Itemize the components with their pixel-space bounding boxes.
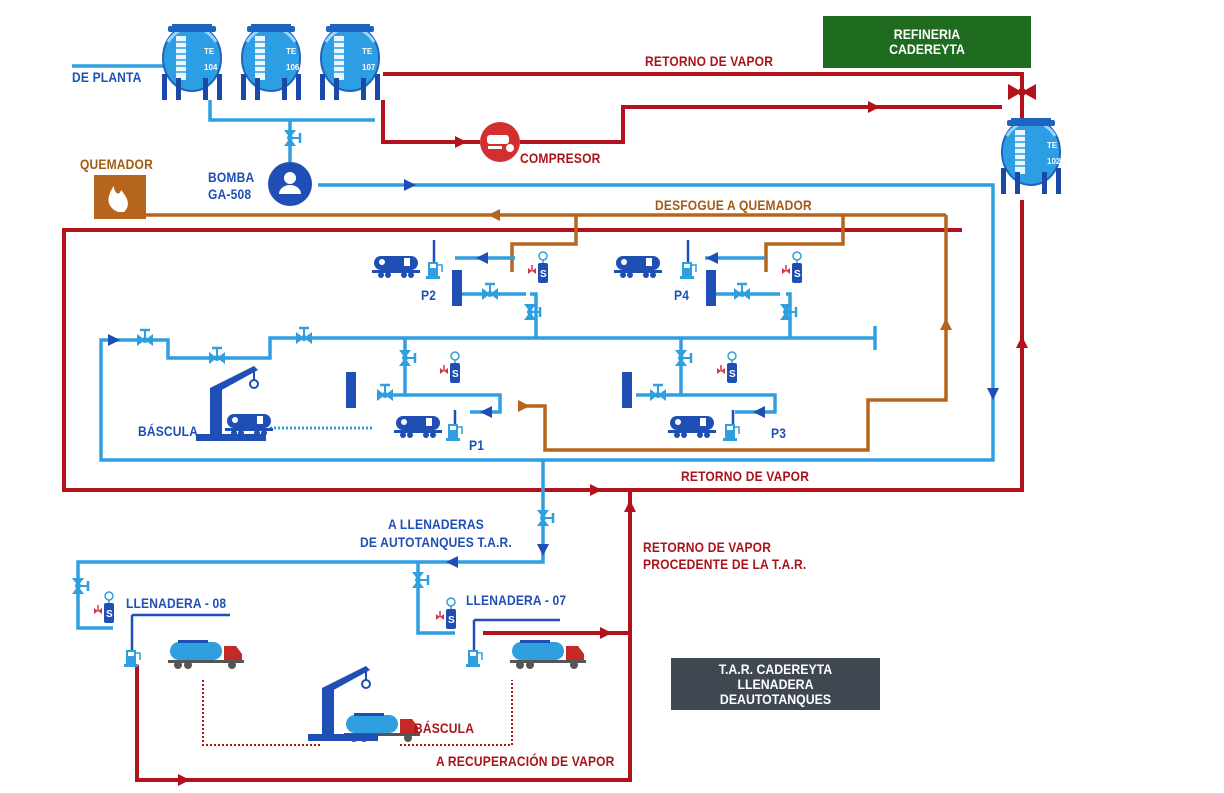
bomba-label-line1: BOMBA xyxy=(208,169,255,185)
compresor-label: COMPRESOR xyxy=(520,150,601,166)
retorno-vapor-top-label: RETORNO DE VAPOR xyxy=(645,53,774,69)
scale-icon xyxy=(195,365,379,742)
llenadera-08-label: LLENADERA - 08 xyxy=(126,595,227,611)
llenaderas-label-line2: DE AUTOTANQUES T.A.R. xyxy=(360,534,512,550)
safety-valve-letter: S xyxy=(106,609,113,620)
storage-tank-icon xyxy=(999,116,1063,196)
svg-text:102: 102 xyxy=(1047,157,1061,166)
compressor-icon xyxy=(480,122,520,162)
storage-tank-icon xyxy=(239,22,303,102)
tar-line1: T.A.R. CADEREYTA xyxy=(718,660,833,677)
safety-valve-letter: S xyxy=(729,369,736,380)
svg-text:TE: TE xyxy=(1047,141,1058,150)
p2-label: P2 xyxy=(421,287,437,303)
p3-label: P3 xyxy=(771,425,787,441)
desfogue-label: DESFOGUE A QUEMADOR xyxy=(655,197,812,213)
svg-text:TE: TE xyxy=(204,47,215,56)
tank-te106: TE 106 xyxy=(239,22,303,102)
tank-te102: TE 102 xyxy=(999,116,1063,196)
de-planta-label: DE PLANTA xyxy=(72,69,142,85)
p1-label: P1 xyxy=(469,437,485,453)
quemador-label: QUEMADOR xyxy=(80,156,153,172)
retorno-tar-line2: PROCEDENTE DE LA T.A.R. xyxy=(643,556,807,572)
svg-text:106: 106 xyxy=(286,63,300,72)
refineria-cadereyta-box: REFINERIA CADEREYTA xyxy=(823,16,1031,68)
loading-arm-block xyxy=(346,270,716,408)
safety-valve-letter: S xyxy=(448,615,455,626)
tank-te107: TE 107 xyxy=(318,22,382,102)
retorno-tar-line1: RETORNO DE VAPOR xyxy=(643,539,772,555)
tank-truck-icon xyxy=(168,640,586,742)
flame-icon xyxy=(94,175,146,219)
safety-valve-letter: S xyxy=(540,269,547,280)
svg-text:107: 107 xyxy=(362,63,376,72)
bascula-top-label: BÁSCULA xyxy=(138,423,199,439)
retorno-vapor-mid-label: RETORNO DE VAPOR xyxy=(681,468,810,484)
svg-text:TE: TE xyxy=(362,47,373,56)
storage-tank-icon xyxy=(318,22,382,102)
tar-cadereyta-box: T.A.R. CADEREYTA LLENADERA DEAUTOTANQUES xyxy=(671,658,880,710)
svg-text:TE: TE xyxy=(286,47,297,56)
safety-valve-letter: S xyxy=(452,369,459,380)
vapor-return-valve-icon xyxy=(1008,84,1036,100)
bascula-bottom-label: BÁSCULA xyxy=(414,720,475,736)
svg-text:104: 104 xyxy=(204,63,218,72)
tar-line2: LLENADERA DEAUTOTANQUES xyxy=(719,675,832,707)
llenadera-07-label: LLENADERA - 07 xyxy=(466,592,567,608)
storage-tank-icon xyxy=(160,22,224,102)
p4-label: P4 xyxy=(674,287,690,303)
refineria-line2: CADEREYTA xyxy=(889,41,965,57)
refineria-line1: REFINERIA xyxy=(893,26,961,42)
bomba-label-line2: GA-508 xyxy=(208,186,252,202)
llenaderas-label-line1: A LLENADERAS xyxy=(388,516,484,532)
tank-te104: TE 104 xyxy=(160,22,224,102)
safety-valve-letter: S xyxy=(794,269,801,280)
recuperacion-vapor-label: A RECUPERACIÓN DE VAPOR xyxy=(436,753,615,769)
pump-icon xyxy=(268,162,312,206)
